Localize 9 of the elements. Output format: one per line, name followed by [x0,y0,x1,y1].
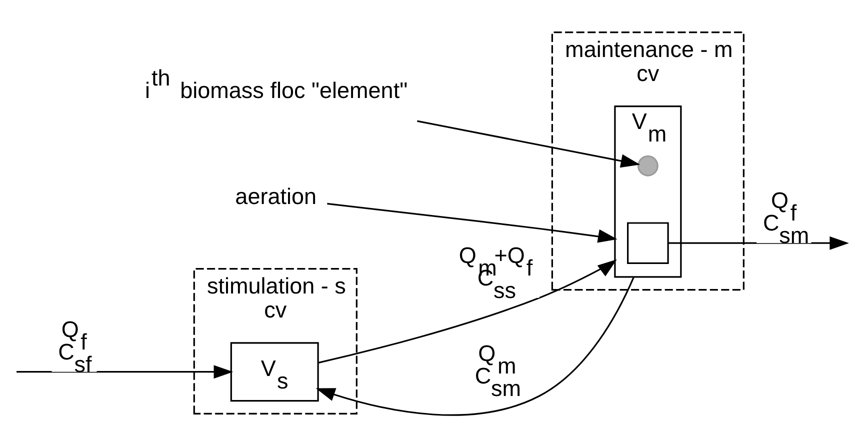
arrow [16,364,234,378]
node-box [627,222,669,264]
arrow [668,236,850,250]
arrow [316,276,635,416]
node-circle [637,154,658,176]
arrow [417,120,640,168]
arrow [327,202,618,242]
arrow [318,258,617,364]
node-text: aeration [235,184,317,209]
